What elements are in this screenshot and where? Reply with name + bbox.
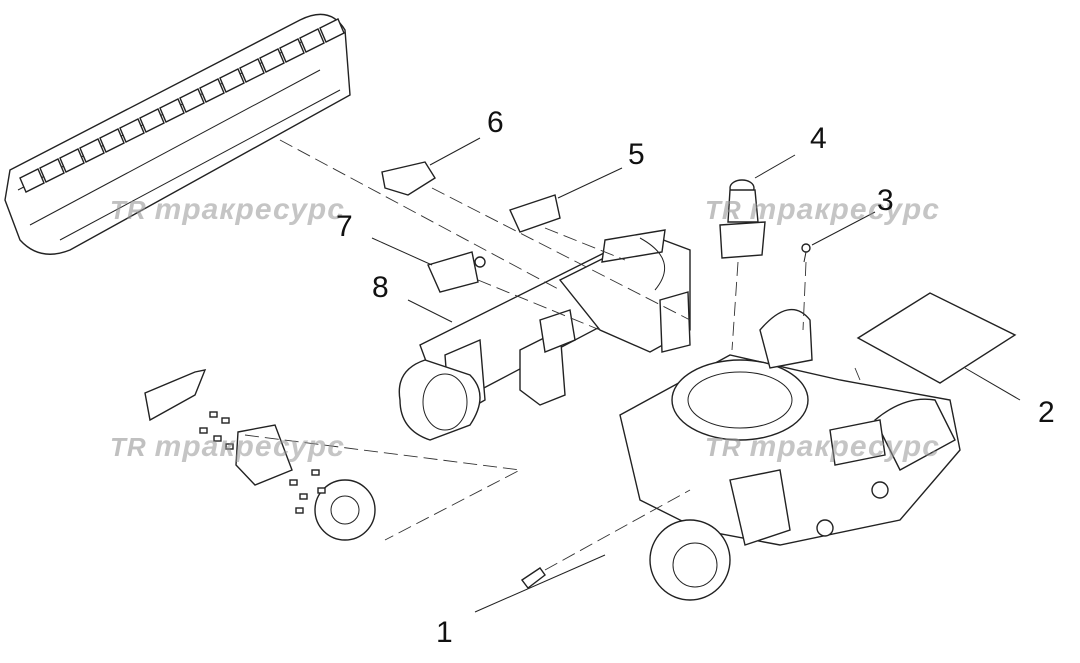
callout-7: 7 bbox=[336, 210, 353, 243]
watermark-text: тракресурс bbox=[749, 430, 940, 463]
track-pad bbox=[79, 138, 105, 163]
bolt bbox=[213, 435, 222, 442]
callout-8: 8 bbox=[372, 271, 389, 304]
track-pad bbox=[199, 78, 225, 103]
bolt bbox=[199, 427, 208, 434]
part-6-cover-plate bbox=[381, 161, 436, 196]
bolt bbox=[295, 507, 304, 514]
track-pad bbox=[139, 108, 165, 133]
callout-4: 4 bbox=[810, 122, 827, 155]
callout-1: 1 bbox=[436, 616, 453, 649]
bolt bbox=[225, 443, 234, 450]
watermark-logo: TR bbox=[705, 432, 742, 462]
bolt bbox=[311, 469, 320, 476]
track-pad bbox=[279, 38, 305, 63]
callout-2: 2 bbox=[1038, 396, 1055, 429]
watermark-text: тракресурс bbox=[154, 430, 345, 463]
callout-5: 5 bbox=[628, 138, 645, 171]
bolt bbox=[299, 493, 308, 500]
bolt bbox=[317, 487, 326, 494]
track-pad bbox=[319, 18, 345, 43]
track-chain bbox=[4, 13, 351, 255]
watermark-text: тракресурс bbox=[154, 193, 345, 226]
part-4-swivel-joint bbox=[719, 179, 766, 259]
carrier-body bbox=[619, 308, 961, 601]
part-5-bracket-plate bbox=[509, 194, 561, 233]
part-7-clamp bbox=[427, 251, 486, 293]
part-1-pin bbox=[520, 567, 546, 589]
callout-6: 6 bbox=[487, 106, 504, 139]
watermark-logo: TR bbox=[110, 195, 147, 225]
drive-motor-group bbox=[144, 369, 376, 541]
part-2-cover-plate bbox=[856, 292, 1017, 384]
track-pad bbox=[219, 68, 245, 93]
track-pad bbox=[59, 148, 85, 173]
track-pad bbox=[99, 128, 125, 153]
bolt bbox=[289, 479, 298, 486]
track-pad bbox=[299, 28, 325, 53]
assembly-lines bbox=[244, 139, 861, 571]
track-pad bbox=[119, 118, 145, 143]
track-pad bbox=[239, 58, 265, 83]
track-pad bbox=[159, 98, 185, 123]
bolt bbox=[221, 417, 230, 424]
track-pad bbox=[259, 48, 285, 73]
leader-lines bbox=[371, 137, 1021, 613]
track-pad bbox=[19, 168, 45, 193]
track-pad bbox=[179, 88, 205, 113]
watermark-logo: TR bbox=[110, 432, 147, 462]
watermark-logo: TR bbox=[705, 195, 742, 225]
bolt bbox=[209, 411, 218, 418]
watermark-text: тракресурс bbox=[749, 193, 940, 226]
part-3-bolt bbox=[801, 243, 811, 263]
track-pad bbox=[39, 158, 65, 183]
frame-beam bbox=[398, 229, 691, 441]
callout-3: 3 bbox=[877, 184, 894, 217]
